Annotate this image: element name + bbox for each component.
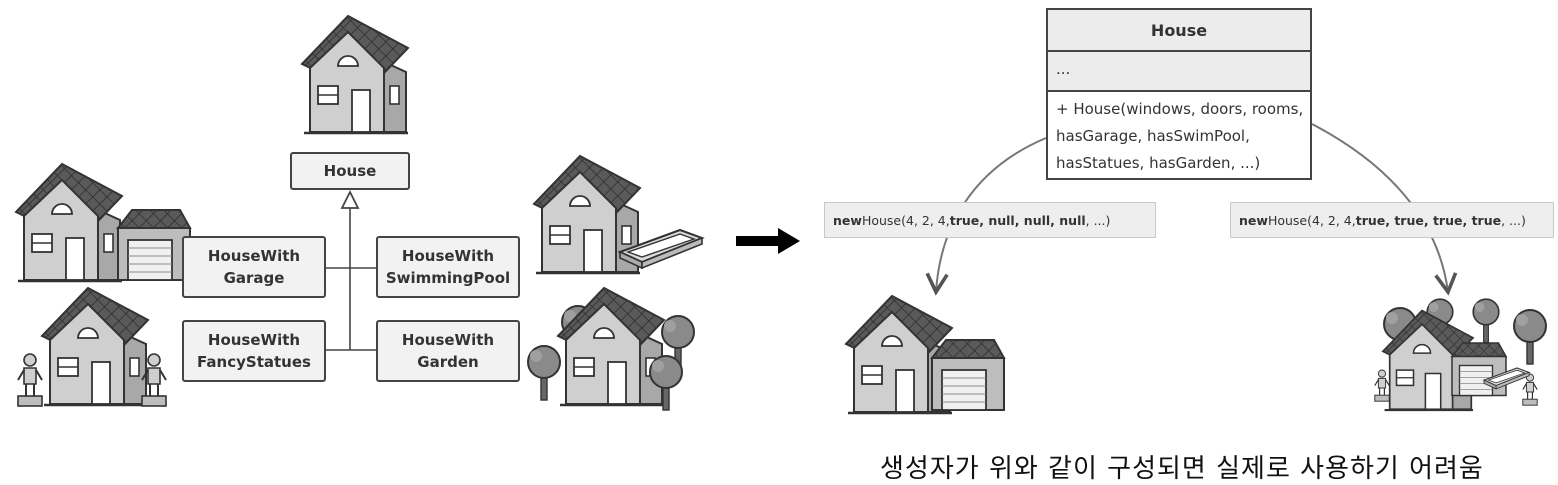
base-house-icon — [300, 14, 410, 135]
house-with-pool-icon — [532, 154, 703, 275]
inheritance-arrowhead — [340, 189, 360, 209]
note-bold-args: true, null, null, null — [949, 212, 1086, 228]
house-with-garden-icon — [527, 286, 695, 411]
constructor-call-note-left: new House(4, 2, 4, true, null, null, nul… — [824, 202, 1156, 238]
note-suffix: , ...) — [1501, 212, 1526, 228]
note-suffix: , ...) — [1085, 212, 1111, 228]
note-prefix: House(4, 2, 4, — [861, 212, 950, 228]
house-class-box: House — [290, 152, 410, 190]
house-with-garage-box: HouseWith Garage — [182, 236, 326, 298]
house-with-garden-box: HouseWith Garden — [376, 320, 520, 382]
note-bold-args: true, true, true, true — [1355, 212, 1502, 228]
new-keyword: new — [1239, 212, 1268, 228]
inheritance-connectors — [326, 189, 376, 351]
new-keyword: new — [833, 212, 862, 228]
transition-arrow-icon — [736, 228, 800, 254]
house-with-fancystatues-box: HouseWith FancyStatues — [182, 320, 326, 382]
uml-class-fields: ... — [1048, 52, 1310, 92]
uml-class-title: House — [1048, 10, 1310, 52]
note-prefix: House(4, 2, 4, — [1267, 212, 1356, 228]
house-with-garage-icon — [14, 162, 191, 283]
constructor-call-note-right: new House(4, 2, 4, true, true, true, tru… — [1230, 202, 1554, 238]
house-with-statues-icon — [17, 286, 167, 407]
fancy-house-result-icon — [1374, 298, 1547, 412]
uml-constructor-signature: + House(windows, doors, rooms, hasGarage… — [1056, 100, 1304, 172]
caption-text: 생성자가 위와 같이 구성되면 실제로 사용하기 어려움 — [880, 454, 1484, 484]
uml-house-class: House ... + House(windows, doors, rooms,… — [1046, 8, 1312, 180]
simple-house-result-icon — [844, 294, 1005, 415]
house-with-swimmingpool-box: HouseWith SwimmingPool — [376, 236, 520, 298]
